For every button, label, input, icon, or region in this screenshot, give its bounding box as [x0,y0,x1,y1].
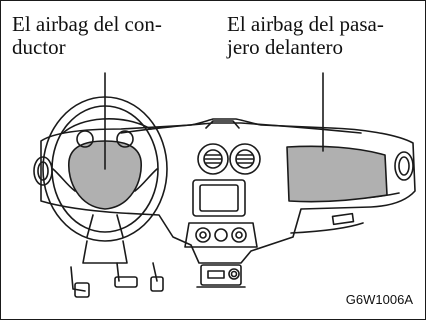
climate-controls [184,222,258,248]
driver-label-line2: ductor [12,35,66,59]
center-right-vent [229,143,261,175]
steering-column [82,240,128,264]
center-display [192,179,246,217]
center-left-vent [197,143,229,175]
defroster-vent [205,120,240,129]
steering-wheel [42,96,168,242]
passenger-label-line1: El airbag del pasa- [227,12,384,36]
lower-console [196,264,246,288]
pedals [70,262,164,298]
right-side-vent [394,151,414,181]
driver-label-line1: El airbag del con- [12,12,162,36]
passenger-airbag-label: El airbag del pasa- jero delantero [227,13,384,59]
passenger-label-line2: jero delantero [227,35,344,59]
figure-code: G6W1006A [345,292,413,307]
driver-airbag-label: El airbag del con- ductor [12,13,162,59]
passenger-airbag-panel [286,145,388,203]
